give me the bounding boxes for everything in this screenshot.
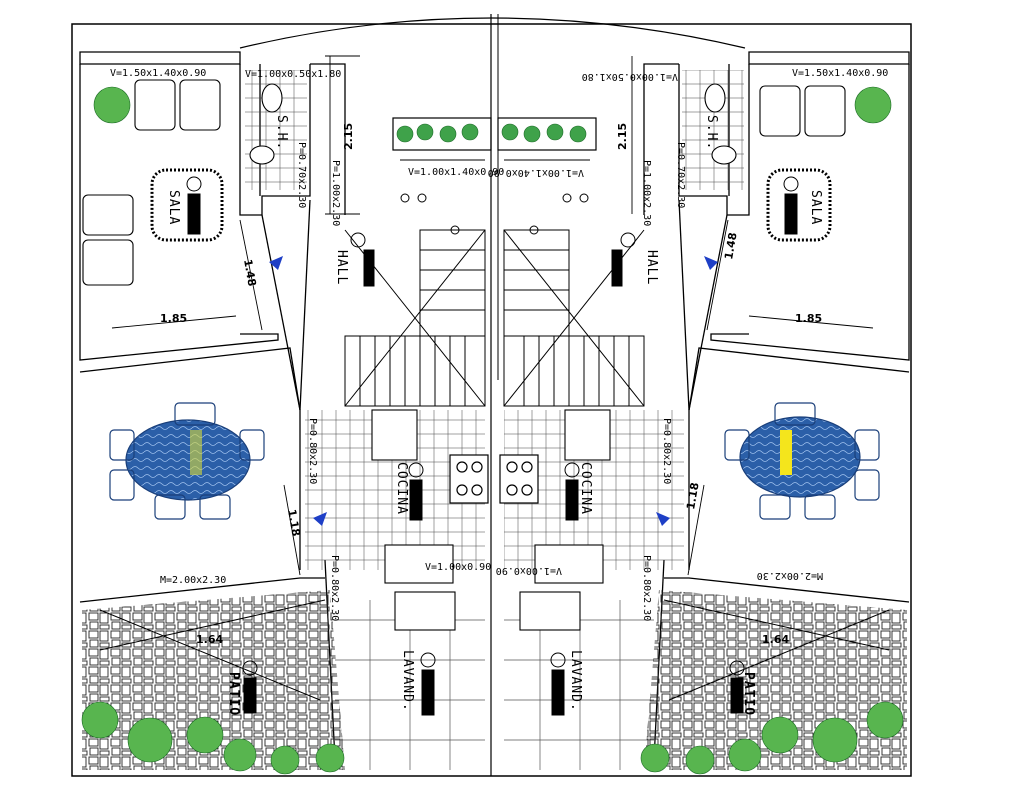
right-table-highlight (780, 430, 792, 475)
dining-chairs (109, 402, 880, 520)
laundry-grids (335, 600, 654, 770)
left-rug (150, 168, 224, 242)
right-dim-148: 1.48 (722, 232, 740, 261)
right-dining-door-label: M=2.00x2.30 (757, 570, 823, 581)
right-laundry-door-label: P=0.80x2.30 (641, 555, 652, 621)
right-dim-118: 1.18 (684, 482, 702, 511)
dimension-lines (111, 55, 874, 576)
right-dim-185: 1.85 (795, 312, 822, 325)
roof-arc (239, 17, 746, 49)
right-hall-window-label: V=1.00x1.40x0.90 (488, 167, 584, 178)
right-dining-table (739, 416, 861, 498)
left-laundry-window-label: V=1.00x0.90 (425, 562, 491, 573)
right-patio-label: PATIO (741, 672, 756, 716)
right-bath-door-label: P=0.70x2.30 (675, 142, 686, 208)
left-hall-door-label: P=1.00x2.30 (330, 160, 341, 226)
left-patio-label: PATIO (226, 672, 241, 716)
bath-fixtures (249, 83, 737, 165)
window-markers (400, 159, 590, 235)
left-bath-door-label: P=0.70x2.30 (296, 142, 307, 208)
right-plants (640, 86, 904, 775)
stairs (99, 229, 890, 701)
left-sala-label: SALA (166, 190, 181, 225)
right-sofas (759, 85, 846, 137)
right-dim-164: 1.64 (762, 633, 789, 646)
right-hall-label: HALL (644, 250, 659, 285)
right-dim-215: 2.15 (616, 123, 629, 150)
kitchen-counters (371, 409, 611, 631)
level-markers (269, 256, 718, 526)
planter-plants (396, 123, 587, 143)
right-bath-window-label: V=1.00x0.50x1.80 (582, 71, 678, 82)
right-hall-door-label: P=1.00x2.30 (641, 160, 652, 226)
left-hall-label: HALL (334, 250, 349, 285)
left-dim-164: 1.64 (196, 633, 223, 646)
right-sh-label: S.H. (704, 115, 719, 150)
right-rug (766, 168, 832, 242)
stoves (449, 454, 539, 504)
left-lavand-label: LAVAND. (400, 650, 415, 712)
right-sala-label: SALA (808, 190, 823, 225)
left-laundry-door-label: P=0.80x2.30 (329, 555, 340, 621)
right-planter (497, 117, 597, 151)
left-dim-185: 1.85 (160, 312, 187, 325)
left-sofas (82, 79, 221, 286)
left-table-highlight (190, 430, 202, 475)
left-planter (392, 117, 492, 151)
left-dining-table (125, 419, 251, 501)
left-plants (81, 86, 345, 775)
left-dim-118: 1.18 (285, 508, 303, 537)
right-laundry-window-label: V=1.00x0.90 (496, 565, 562, 576)
left-dim-148: 1.48 (241, 258, 259, 287)
right-cocina-label: COCINA (578, 462, 593, 515)
left-dim-215: 2.15 (342, 123, 355, 150)
left-kitchen-door-label: P=0.80x2.30 (307, 418, 318, 484)
right-kitchen-door-label: P=0.80x2.30 (661, 418, 672, 484)
section-markers (186, 176, 799, 716)
left-cocina-label: COCINA (394, 462, 409, 515)
left-sala-window-label: V=1.50x1.40x0.90 (110, 68, 206, 79)
left-hall-window-label: V=1.00x1.40x0.90 (408, 167, 504, 178)
left-dining-door-label: M=2.00x2.30 (160, 575, 226, 586)
left-sh-label: S.H. (274, 115, 289, 150)
left-bath-window-label: V=1.00x0.50x1.80 (245, 69, 341, 80)
right-sala-window-label: V=1.50x1.40x0.90 (792, 68, 888, 79)
right-lavand-label: LAVAND. (568, 650, 583, 712)
